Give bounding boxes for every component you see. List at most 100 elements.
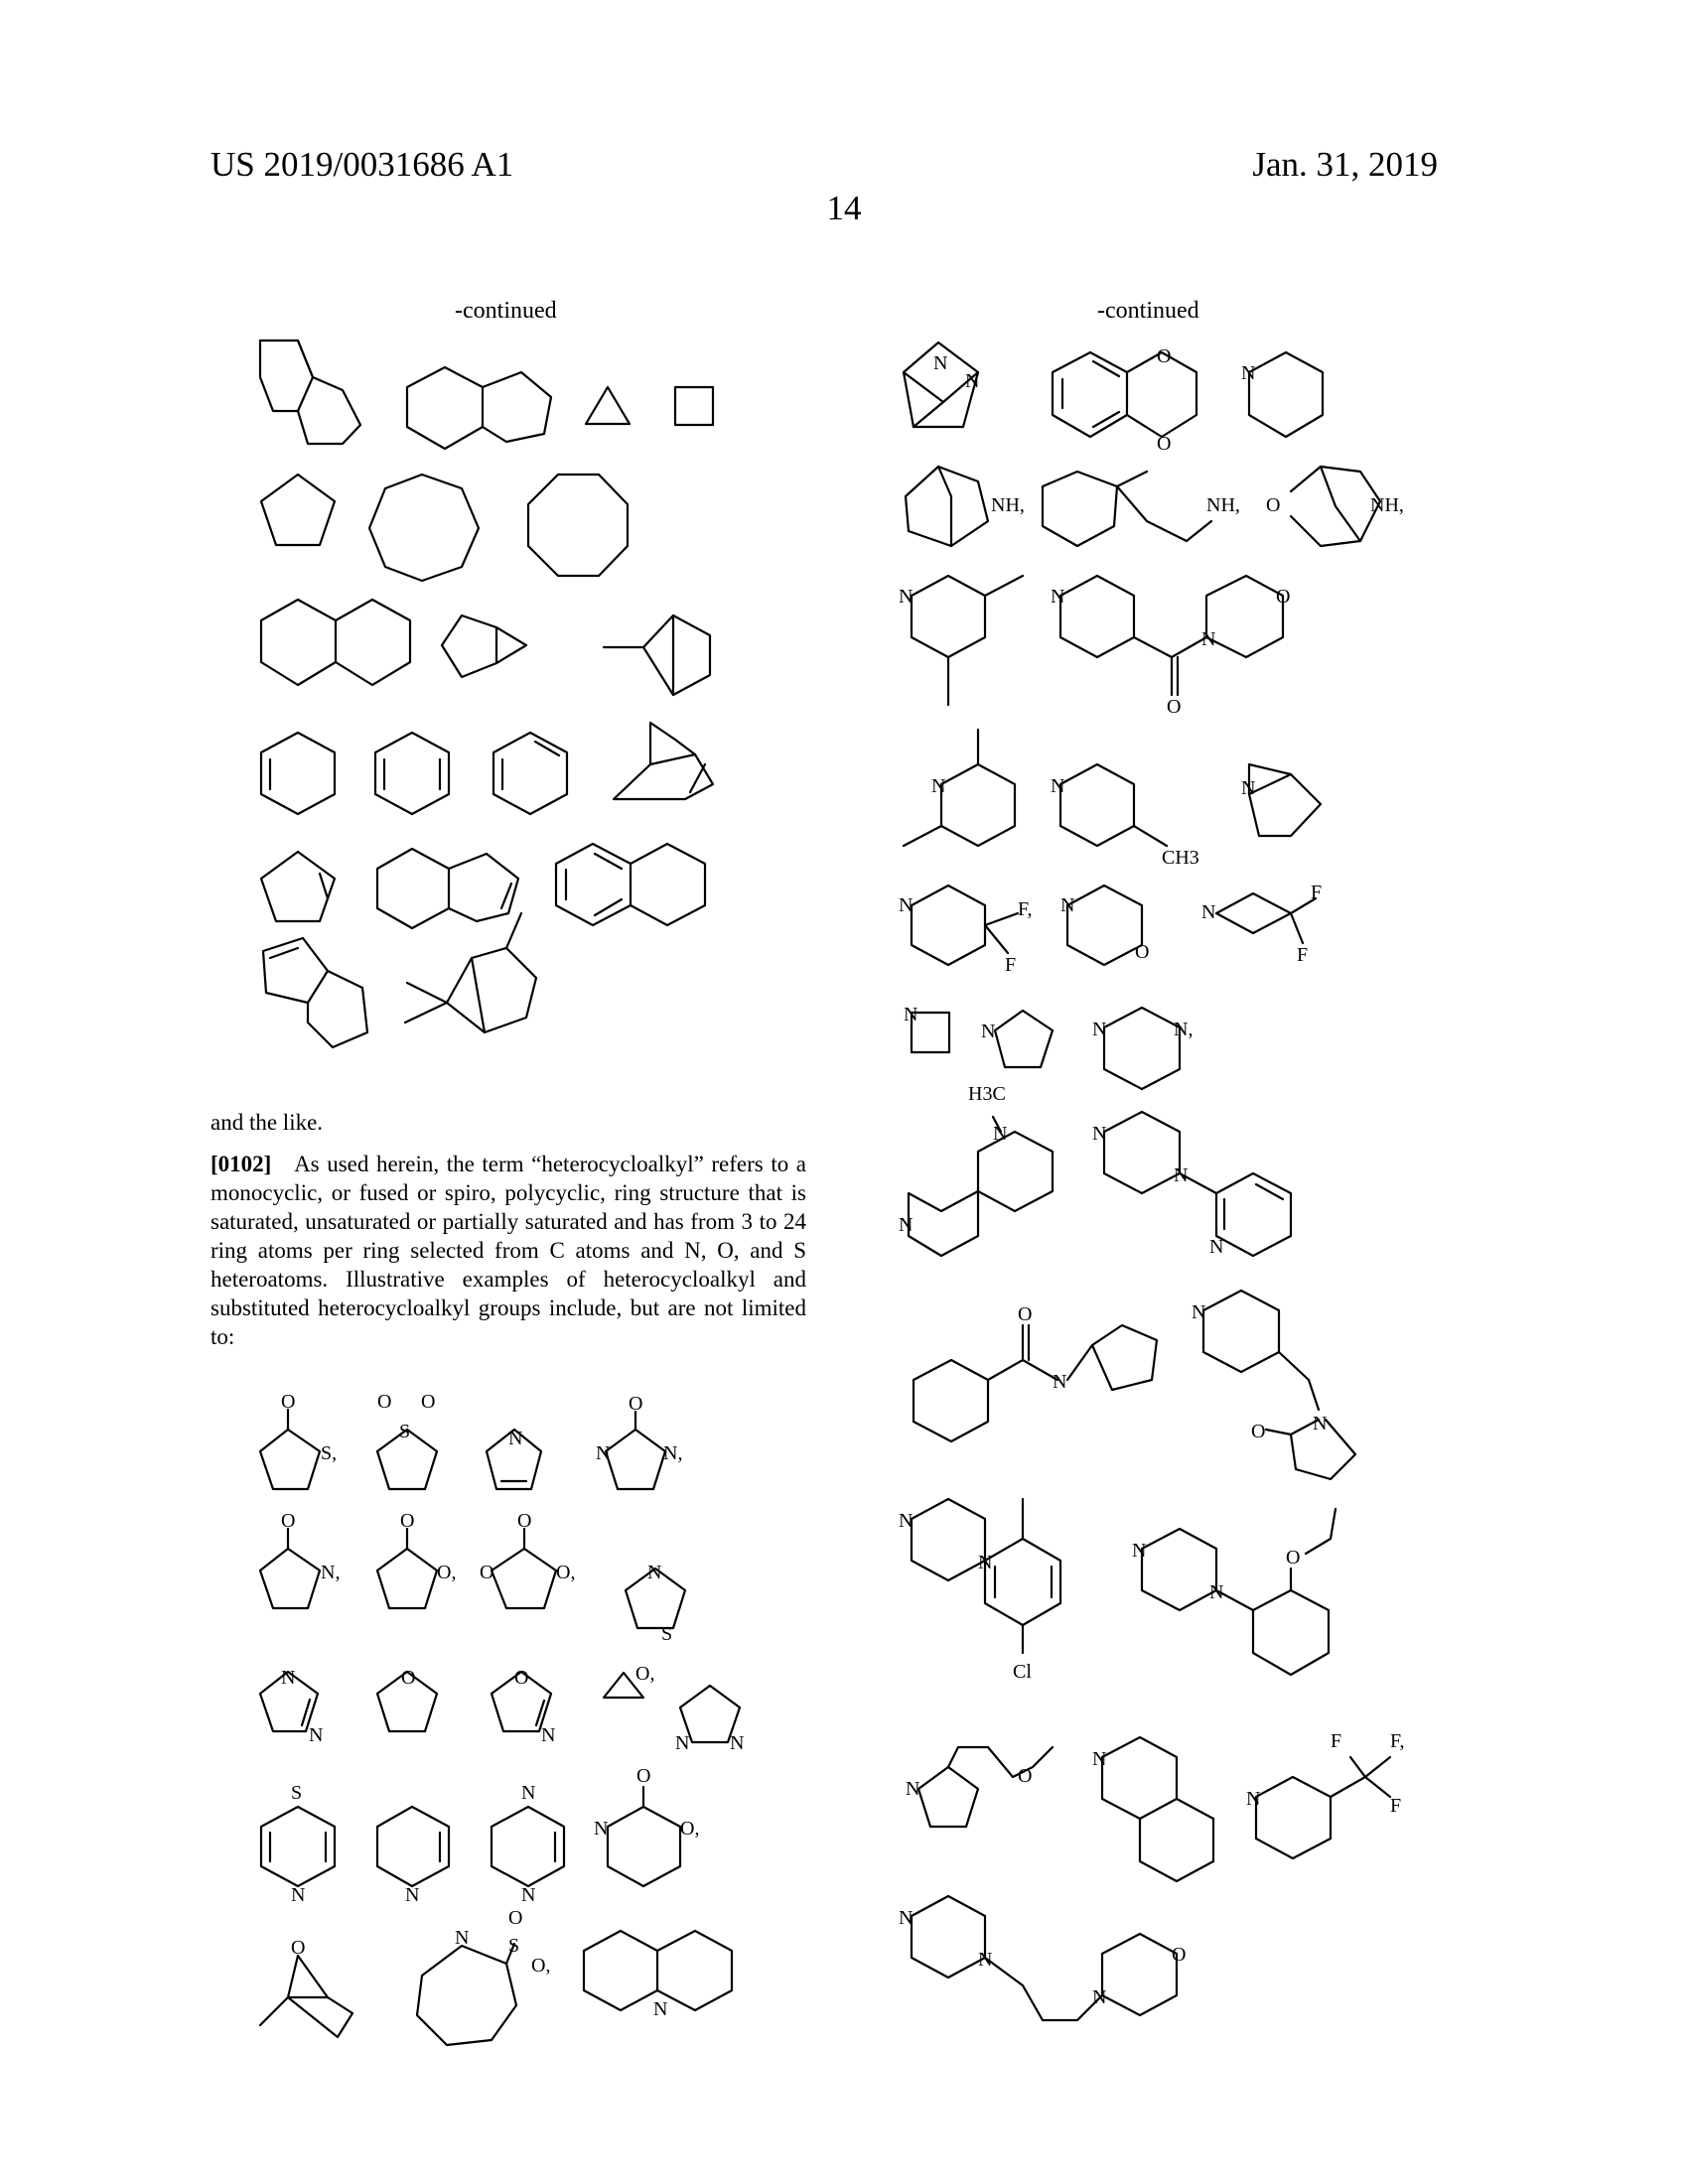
svg-text:N: N: [1053, 1371, 1066, 1393]
svg-text:O: O: [1286, 1547, 1300, 1569]
structure-pinane: [405, 913, 536, 1032]
structure-cyclobutane: [675, 387, 713, 425]
structure-pyridyl-piperazine: NNN: [1092, 1112, 1291, 1258]
svg-text:O,: O,: [437, 1562, 456, 1583]
svg-text:S: S: [508, 1935, 519, 1957]
svg-text:O: O: [421, 1391, 435, 1413]
structure-imidazolidinone: ONN,: [596, 1393, 682, 1489]
svg-text:S: S: [661, 1623, 672, 1645]
svg-text:N: N: [1241, 777, 1255, 799]
structure-cyclopropane: [586, 387, 630, 424]
svg-text:O,: O,: [531, 1955, 550, 1977]
svg-text:N: N: [1051, 775, 1064, 797]
svg-text:N: N: [899, 1510, 913, 1532]
structure-dihydrothiazine: SN: [261, 1782, 335, 1906]
svg-text:F: F: [1390, 1795, 1401, 1817]
structure-azabicycloheptane: NH,: [906, 467, 1025, 546]
svg-text:N: N: [933, 352, 947, 374]
svg-text:N,: N,: [1174, 1019, 1193, 1040]
svg-text:N: N: [1092, 1019, 1106, 1040]
svg-text:N: N: [978, 1552, 992, 1573]
svg-text:O: O: [1172, 1944, 1186, 1966]
svg-text:N: N: [904, 1004, 917, 1025]
svg-text:N: N: [965, 370, 979, 392]
structure-benzodioxane: OO: [1053, 345, 1196, 455]
structure-oxirane: O,: [604, 1663, 654, 1698]
structure-morpholine-1: NO: [1060, 886, 1149, 965]
svg-text:N: N: [899, 1214, 913, 1236]
structure-diazaspiro: H3CNN: [899, 1083, 1053, 1256]
svg-text:O: O: [1018, 1303, 1032, 1325]
structure-cyclohexadiene-14: [375, 733, 449, 814]
svg-text:F,: F,: [1390, 1730, 1405, 1752]
svg-text:S: S: [291, 1782, 302, 1804]
structure-methoxymethyl-pyrrolidine: NO: [906, 1747, 1053, 1827]
svg-text:N: N: [1092, 1986, 1106, 2008]
svg-text:N: N: [899, 586, 913, 608]
svg-text:N: N: [899, 1907, 913, 1929]
svg-text:H3C: H3C: [968, 1083, 1006, 1105]
structure-thiazolidine: NS: [626, 1562, 685, 1645]
svg-text:O: O: [629, 1393, 642, 1415]
svg-text:O: O: [291, 1937, 305, 1959]
svg-text:N,: N,: [321, 1562, 340, 1583]
svg-text:N,: N,: [663, 1442, 682, 1464]
svg-text:S: S: [399, 1421, 410, 1442]
svg-text:NH,: NH,: [1370, 494, 1404, 516]
svg-text:N: N: [653, 1998, 667, 2020]
structure-methyl-bicycloheptane: [604, 615, 710, 695]
svg-text:N: N: [309, 1724, 323, 1746]
structure-bicyclohexane: [442, 615, 526, 677]
structure-norbornene: [614, 723, 713, 799]
structure-difluoropiperidine: NF,F: [899, 886, 1033, 976]
svg-text:Cl: Cl: [1013, 1661, 1032, 1683]
svg-text:O: O: [400, 1510, 414, 1532]
svg-text:N: N: [730, 1732, 744, 1754]
svg-text:N: N: [899, 894, 913, 916]
structure-chlorotolyl-piperazine: N N Cl: [899, 1499, 1060, 1683]
structure-pyrazolidine: NN: [675, 1686, 744, 1754]
svg-text:O: O: [480, 1562, 493, 1583]
svg-text:O: O: [514, 1667, 528, 1689]
svg-text:N: N: [906, 1778, 919, 1800]
structure-difluoroazetidine: NFF: [1201, 882, 1322, 966]
svg-text:O: O: [377, 1391, 391, 1413]
structure-pyrroline: N: [487, 1428, 541, 1489]
svg-text:N: N: [1313, 1413, 1327, 1434]
structure-imidazoline: NN: [260, 1667, 323, 1746]
svg-text:F: F: [1331, 1730, 1341, 1752]
structure-ethylene-carbonate: OOO,: [480, 1510, 575, 1608]
structure-2-6-dimethylpiperidine: N: [904, 730, 1015, 846]
svg-text:N: N: [1051, 586, 1064, 608]
svg-text:O: O: [281, 1510, 295, 1532]
svg-text:N: N: [291, 1884, 305, 1906]
svg-text:N: N: [981, 1021, 995, 1042]
structure-4-methylpiperidine: N CH3: [1051, 764, 1199, 869]
structure-cyclohexene: [261, 733, 335, 814]
structure-cyclooctane: [528, 475, 628, 576]
structure-quinolizidine: N: [584, 1931, 732, 2020]
svg-text:N: N: [1132, 1540, 1146, 1562]
structure-sulfolane: SO O: [377, 1391, 437, 1489]
svg-text:O: O: [281, 1391, 295, 1413]
svg-text:F: F: [1297, 944, 1308, 966]
svg-text:O: O: [1157, 345, 1171, 367]
svg-text:CH3: CH3: [1162, 847, 1199, 869]
structure-oxa-azabicyclooctane: ONH,: [1266, 467, 1404, 546]
svg-text:N: N: [541, 1724, 555, 1746]
svg-text:F: F: [1311, 882, 1322, 903]
structure-oxabicycloheptane: O: [260, 1937, 352, 2037]
structure-azabicyclohexane: N: [1241, 764, 1321, 836]
svg-text:N: N: [1209, 1581, 1223, 1603]
structure-piperidine-1: N: [1241, 352, 1323, 437]
structure-oxazoline: ON: [492, 1667, 555, 1746]
svg-text:O,: O,: [680, 1818, 699, 1840]
structure-azetidine: N: [904, 1004, 949, 1052]
svg-text:NH,: NH,: [1206, 494, 1240, 516]
structure-cyclohexadiene-13: [493, 733, 567, 814]
svg-text:O: O: [1276, 586, 1290, 608]
structure-tetrahydroindene: [377, 849, 518, 928]
structure-pyrrolidine-1: N: [981, 1011, 1053, 1067]
svg-text:N: N: [281, 1667, 295, 1689]
